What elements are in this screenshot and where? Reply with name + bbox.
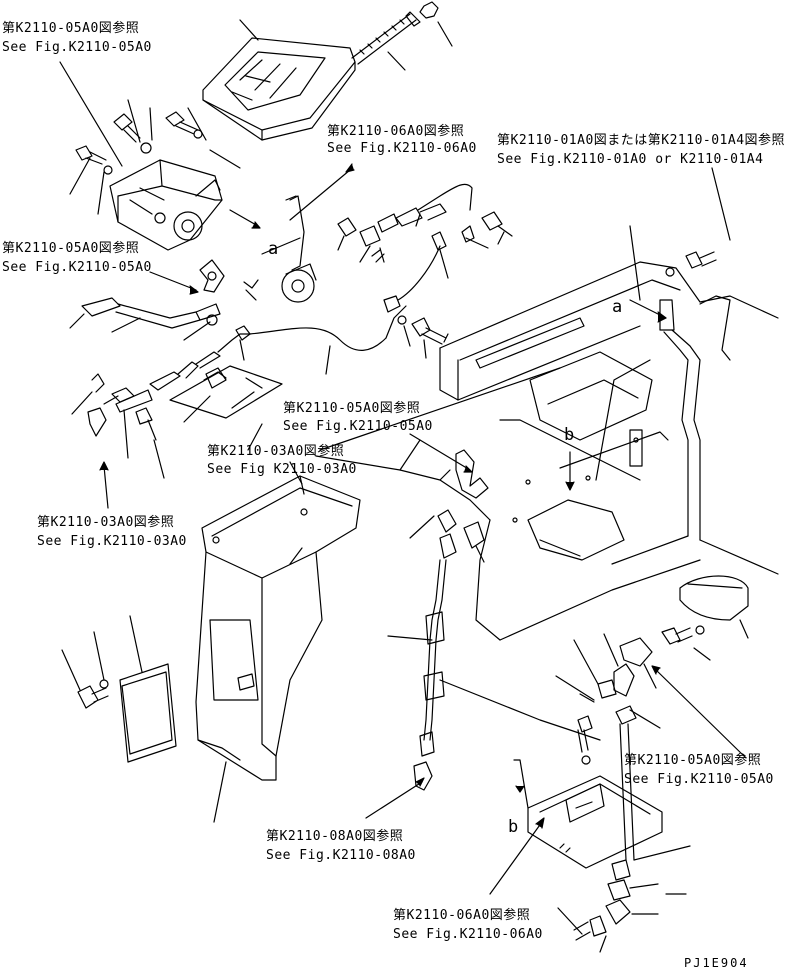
link-parts-middle [437, 449, 489, 559]
ref-k2110-05a0-top-en: See Fig.K2110-05A0 [2, 40, 152, 55]
bottom-plate [513, 759, 663, 869]
ref-k2110-08a0-jp: 第K2110-08A0図参照 [266, 829, 404, 844]
ref-k2110-05a0-mid-en: See Fig.K2110-05A0 [283, 419, 433, 434]
ref-k2110-05a0-mid-jp: 第K2110-05A0図参照 [283, 401, 421, 416]
leader-lines [61, 19, 749, 953]
console-tower [195, 475, 361, 781]
marker-b-lower: b [508, 817, 519, 837]
lower-right-parts [573, 637, 653, 941]
ref-k2110-06a0-bottom-en: See Fig.K2110-06A0 [393, 927, 543, 942]
side-trim-cover [661, 575, 749, 645]
drawing-code: PJ1E904 [684, 956, 749, 970]
marker-connectors [261, 237, 651, 741]
bolts-upper-right [629, 251, 717, 323]
ref-k2110-03a0-left-en: See Fig.K2110-03A0 [37, 534, 187, 549]
link-parts-left [87, 259, 259, 441]
floor-bracket-small [169, 365, 283, 419]
ref-k2110-05a0-right-en: See Fig.K2110-05A0 [624, 772, 774, 787]
leader-bracket [59, 61, 123, 167]
long-bolt-top [351, 1, 439, 65]
ref-k2110-05a0-left-en: See Fig.K2110-05A0 [2, 260, 152, 275]
ref-k2110-06a0-bottom-jp: 第K2110-06A0図参照 [393, 908, 531, 923]
cable-assembly-upper [149, 305, 407, 391]
floor-frame [315, 225, 779, 641]
marker-a-right: a [612, 297, 623, 317]
ref-k2110-01a0-en: See Fig.K2110-01A0 or K2110-01A4 [497, 152, 764, 167]
leader-bracket-arrow [229, 209, 259, 227]
ref-k2110-03a0-mid-en: See Fig K2110-03A0 [207, 462, 357, 477]
ref-k2110-01a0-jp: 第K2110-01A0図または第K2110-01A4図参照 [497, 133, 785, 148]
lever-knob [81, 297, 221, 329]
ref-k2110-05a0-top-jp: 第K2110-05A0図参照 [2, 21, 140, 36]
ref-k2110-05a0-left-jp: 第K2110-05A0図参照 [2, 241, 140, 256]
access-plate [77, 663, 177, 763]
lever-bracket [109, 159, 223, 251]
marker-b-upper: b [564, 425, 575, 445]
marker-a-left: a [268, 239, 279, 259]
ref-k2110-06a0-top-en: See Fig.K2110-06A0 [327, 141, 477, 156]
ref-k2110-06a0-top-jp: 第K2110-06A0図参照 [327, 124, 465, 139]
cable-assembly-right [281, 183, 513, 345]
cable-assembly-vertical [413, 559, 447, 791]
ref-k2110-08a0-en: See Fig.K2110-08A0 [266, 848, 416, 863]
ref-k2110-03a0-left-jp: 第K2110-03A0図参照 [37, 515, 175, 530]
ref-k2110-03a0-mid-jp: 第K2110-03A0図参照 [207, 444, 345, 459]
ref-k2110-05a0-right-jp: 第K2110-05A0図参照 [624, 753, 762, 768]
cover-plate [202, 37, 356, 141]
